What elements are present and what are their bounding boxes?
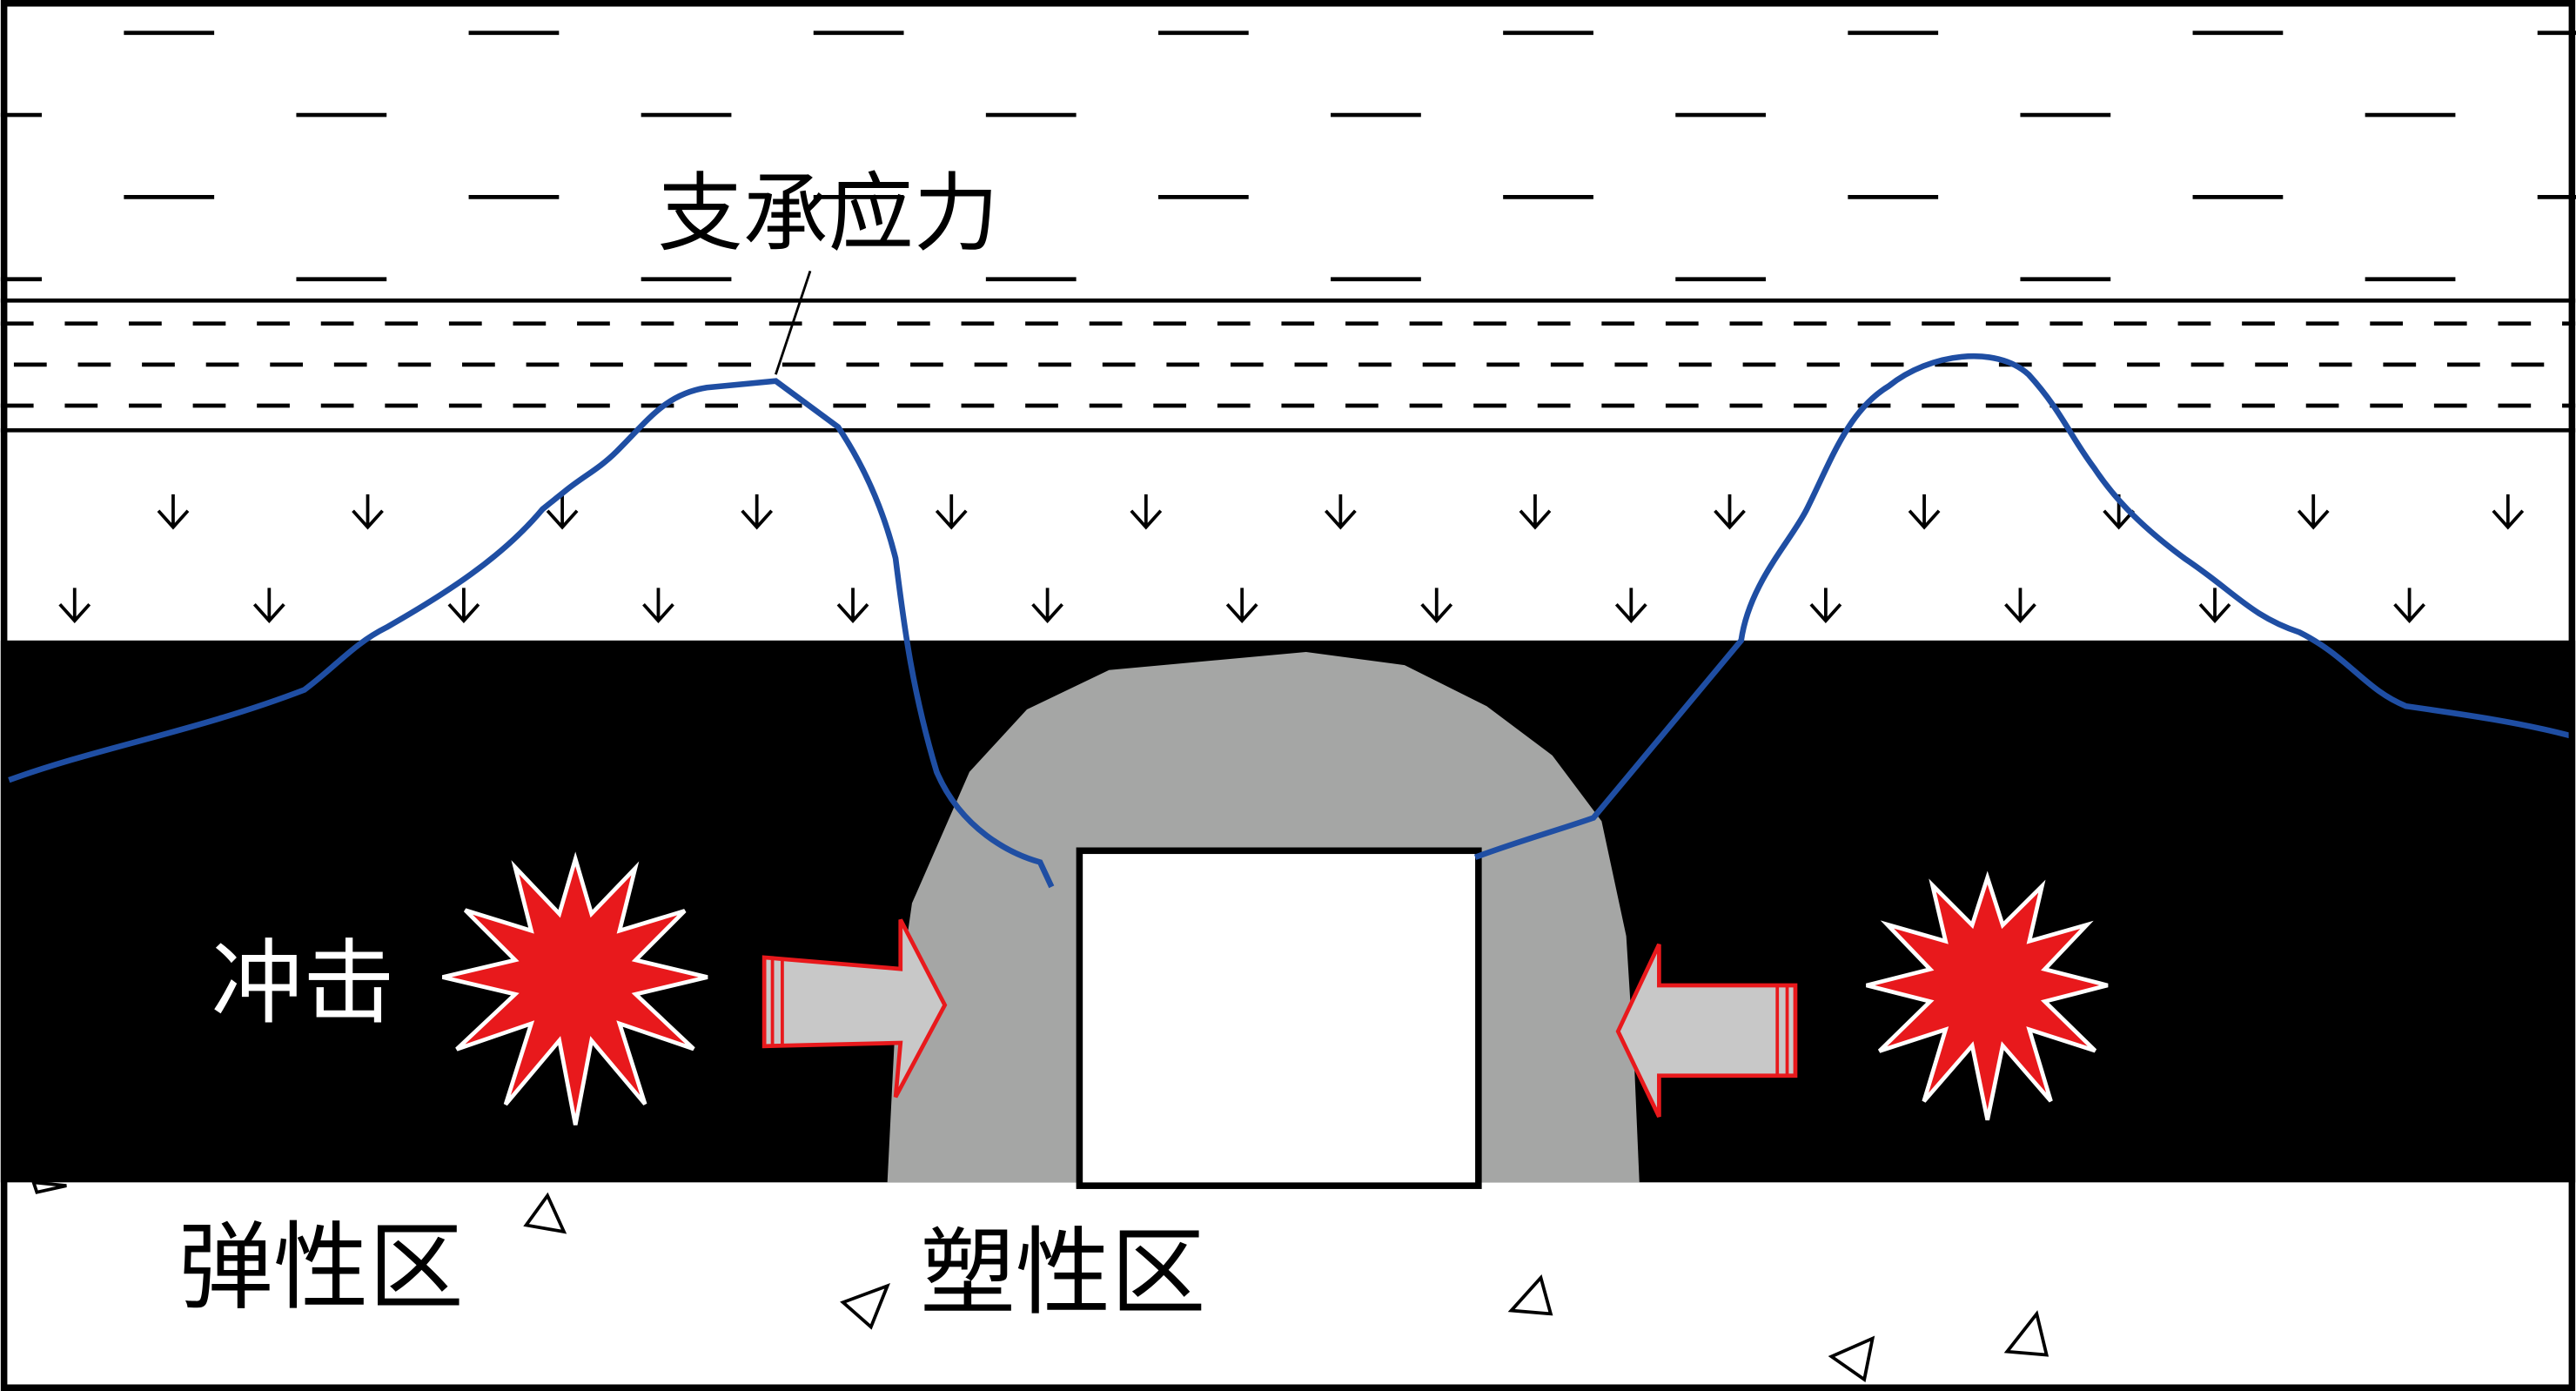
down-arrow-icon — [1420, 588, 1453, 623]
down-arrow-icon — [2004, 588, 2036, 623]
down-arrow-icon — [447, 588, 480, 623]
impact-burst-icon-left — [442, 851, 708, 1126]
impact-label: 冲击 — [211, 930, 394, 1037]
down-arrow-icon — [1225, 588, 1258, 623]
elastic-zone-label: 弹性区 — [178, 1212, 464, 1323]
bearing-stress-label: 支承应力 — [658, 165, 999, 264]
down-arrow-icon — [58, 588, 91, 623]
down-arrow-icon — [2198, 588, 2231, 623]
roof-strata — [0, 0, 2576, 641]
down-arrow-icon — [741, 494, 774, 530]
down-arrow-icon — [1519, 494, 1552, 530]
bearing-stress-curve-right — [1473, 353, 2572, 860]
down-arrow-icon — [1130, 494, 1163, 530]
down-arrow-icon — [252, 588, 285, 623]
down-arrow-icon — [2492, 494, 2525, 530]
down-arrow-icon — [836, 588, 869, 623]
down-arrow-icon — [935, 494, 968, 530]
roadway-opening — [1076, 847, 1482, 1189]
down-arrow-icon — [546, 494, 579, 530]
down-arrow-icon — [642, 588, 674, 623]
impact-burst-icon-right — [1866, 870, 2109, 1121]
down-arrow-icon — [2393, 588, 2425, 623]
impact-arrow-left-pointing — [1615, 943, 1798, 1118]
down-arrow-icons — [58, 494, 2525, 623]
mudstone-dash-pattern — [0, 30, 2576, 282]
down-arrow-icon — [1908, 494, 1941, 530]
impact-arrow-right-pointing — [761, 918, 948, 1099]
down-arrow-icon — [1614, 588, 1647, 623]
down-arrow-icon — [1714, 494, 1746, 530]
floor-strata — [0, 1182, 2576, 1391]
down-arrow-icon — [1031, 588, 1063, 623]
shale-dashed-lines — [0, 321, 2576, 408]
leader-line — [775, 270, 812, 375]
down-arrow-icon — [2297, 494, 2330, 530]
down-arrow-icon — [1809, 588, 1842, 623]
down-arrow-icon — [352, 494, 384, 530]
plastic-zone-label: 塑性区 — [920, 1217, 1205, 1328]
down-arrow-icon — [157, 494, 190, 530]
bearing-stress-curve-left — [8, 378, 1055, 889]
down-arrow-icon — [1324, 494, 1357, 530]
rock-fragment-triangles — [30, 1180, 2049, 1382]
